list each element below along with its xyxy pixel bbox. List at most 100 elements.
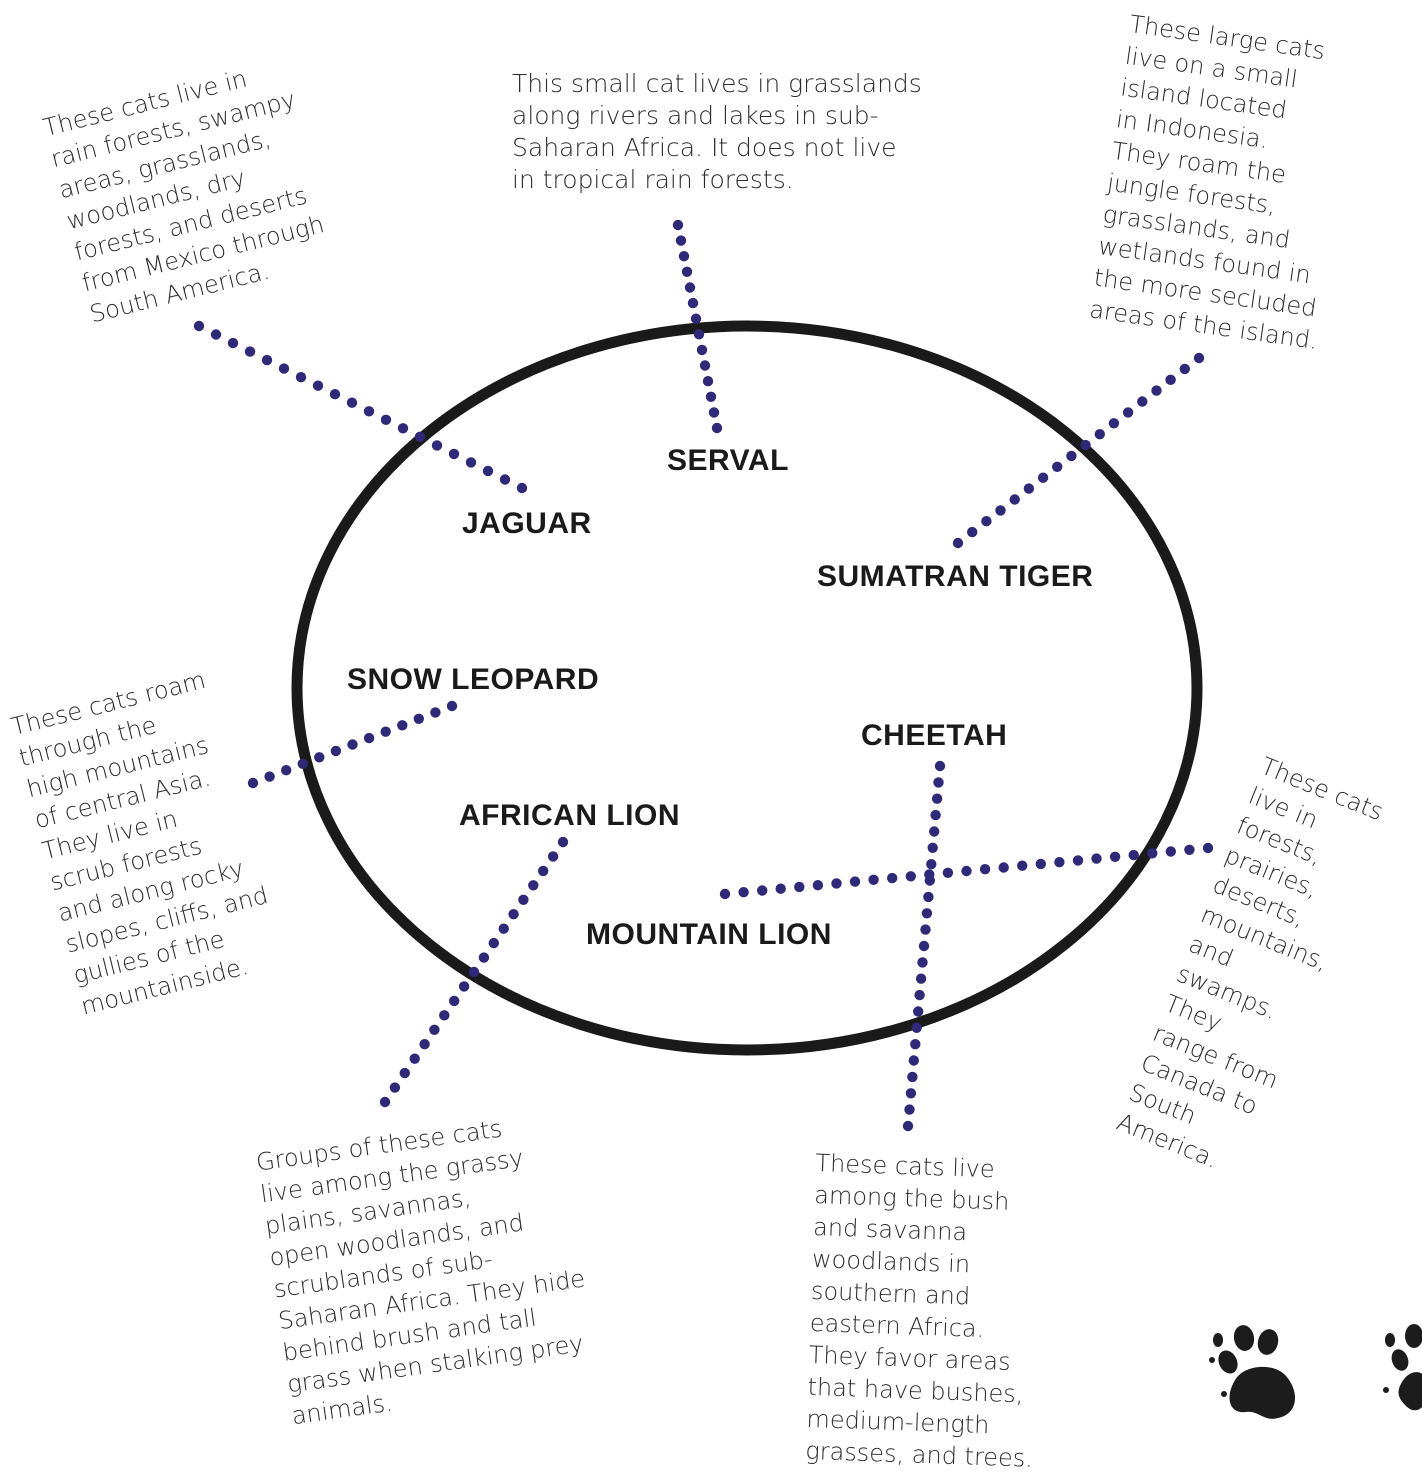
leader-dot	[1035, 858, 1047, 870]
leader-dot	[672, 219, 684, 231]
leader-dot	[696, 344, 708, 356]
leader-dot	[952, 537, 964, 549]
leader-dot	[1108, 418, 1120, 429]
leader-dot	[1072, 855, 1084, 866]
leader-dot	[413, 713, 424, 724]
leader-dot	[1009, 494, 1020, 505]
leader-dot	[429, 1024, 440, 1036]
leader-dot	[297, 758, 308, 769]
leader-dot	[967, 526, 978, 538]
leader-cheetah	[902, 760, 946, 1132]
leader-dot	[1184, 844, 1195, 855]
leader-dot	[465, 457, 477, 468]
leader-dot	[1037, 472, 1049, 483]
leader-dot	[468, 966, 480, 978]
leader-dot	[458, 981, 470, 992]
leader-dot	[693, 329, 705, 340]
leader-jaguar	[193, 320, 528, 494]
leader-dot	[430, 707, 441, 718]
leader-dot	[1054, 857, 1065, 868]
leader-dot	[719, 888, 731, 900]
leader-dot	[1109, 851, 1121, 862]
leader-dot	[210, 329, 222, 340]
leader-dot	[908, 1055, 919, 1066]
leader-dot	[347, 739, 358, 750]
leader-dot	[409, 1053, 420, 1064]
leader-dot	[363, 732, 375, 744]
leader-dot	[926, 859, 937, 870]
label-jaguar: JAGUAR	[462, 507, 592, 540]
leader-dot	[923, 891, 934, 903]
leader-dot	[708, 407, 720, 418]
leader-dot	[1202, 842, 1214, 854]
habitat-ring	[291, 320, 1203, 1056]
leader-dot	[379, 1096, 391, 1108]
leader-dot	[831, 878, 842, 889]
leader-african-lion	[379, 836, 569, 1108]
leader-dot	[775, 883, 786, 894]
leader-dot	[961, 865, 972, 877]
label-serval: SERVAL	[667, 444, 789, 477]
leader-dot	[915, 973, 927, 984]
description-sumatran-tiger: These large cats live on a small island …	[1087, 9, 1327, 355]
leader-dot	[681, 266, 693, 277]
leader-dot	[675, 235, 687, 246]
leader-dot	[1137, 396, 1148, 407]
leader-dot	[363, 406, 375, 417]
leader-dot	[281, 765, 292, 776]
leader-dot	[1066, 450, 1077, 462]
leader-dot	[933, 777, 944, 788]
leader-dot	[812, 880, 824, 891]
leader-dot	[979, 864, 991, 875]
leader-dot	[942, 867, 954, 878]
leader-dot	[346, 397, 358, 408]
leader-lines	[193, 219, 1214, 1132]
leader-dot	[446, 700, 458, 712]
leader-dot	[738, 887, 749, 898]
leader-dot	[330, 745, 342, 757]
label-sumatran-tiger: SUMATRAN TIGER	[817, 560, 1094, 593]
leader-mountain-lion	[719, 842, 1214, 900]
leader-dot	[264, 771, 275, 782]
leader-dot	[488, 937, 499, 949]
description-african-lion: Groups of these cats live among the gras…	[254, 1114, 587, 1431]
leader-dot	[261, 354, 273, 366]
leader-dot	[920, 924, 931, 935]
leader-dot	[518, 894, 529, 905]
leader-dot	[1165, 374, 1176, 385]
leader-dot	[538, 865, 549, 877]
leader-dot	[1193, 352, 1205, 364]
leader-dot	[934, 760, 946, 772]
leader-dot	[998, 862, 1009, 873]
leader-dot	[528, 880, 539, 891]
leader-dot	[295, 372, 307, 383]
leader-dot	[244, 346, 256, 357]
leader-dot	[193, 320, 205, 332]
leader-dot	[557, 836, 569, 848]
leader-dot	[329, 389, 341, 400]
leader-serval	[672, 219, 723, 434]
description-serval: This small cat lives in grasslands along…	[512, 69, 922, 194]
leader-dot	[905, 1088, 917, 1099]
leader-dot	[981, 516, 992, 527]
leader-dot	[278, 363, 290, 374]
leader-dot	[498, 923, 509, 934]
description-cheetah: These cats live among the bush and savan…	[804, 1148, 1034, 1473]
leader-dot	[911, 1022, 922, 1033]
leader-dot	[247, 777, 259, 789]
leader-dot	[913, 1006, 924, 1017]
leader-dot	[1023, 483, 1035, 494]
leader-dot	[690, 313, 702, 324]
leader-dot	[929, 826, 940, 837]
leader-dot	[917, 957, 928, 968]
leader-dot	[314, 752, 325, 763]
leader-dot	[399, 1067, 410, 1079]
leader-snow-leopard	[247, 700, 458, 789]
leader-dot	[687, 297, 699, 309]
leader-dot	[711, 422, 723, 434]
leader-dot	[482, 465, 494, 477]
leader-dot	[794, 881, 805, 893]
leader-dot	[389, 1082, 401, 1093]
leader-dot	[757, 885, 768, 896]
leader-dot	[448, 448, 460, 460]
